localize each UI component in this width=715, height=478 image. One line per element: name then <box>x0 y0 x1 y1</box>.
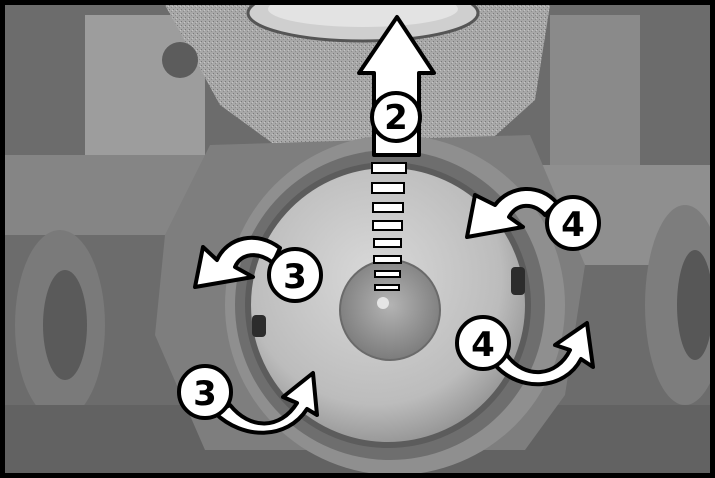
lower-housing <box>155 135 585 473</box>
callout-step-4-lower: 4 <box>471 325 495 365</box>
photo-illustration: 2 3 3 4 4 <box>5 5 710 473</box>
callout-step-3-lower: 3 <box>193 374 217 414</box>
callout-step-4-upper: 4 <box>561 205 585 245</box>
dashed-tail <box>372 163 406 290</box>
callout-step-3-upper: 3 <box>283 257 307 297</box>
callout-step-2: 2 <box>384 98 408 138</box>
